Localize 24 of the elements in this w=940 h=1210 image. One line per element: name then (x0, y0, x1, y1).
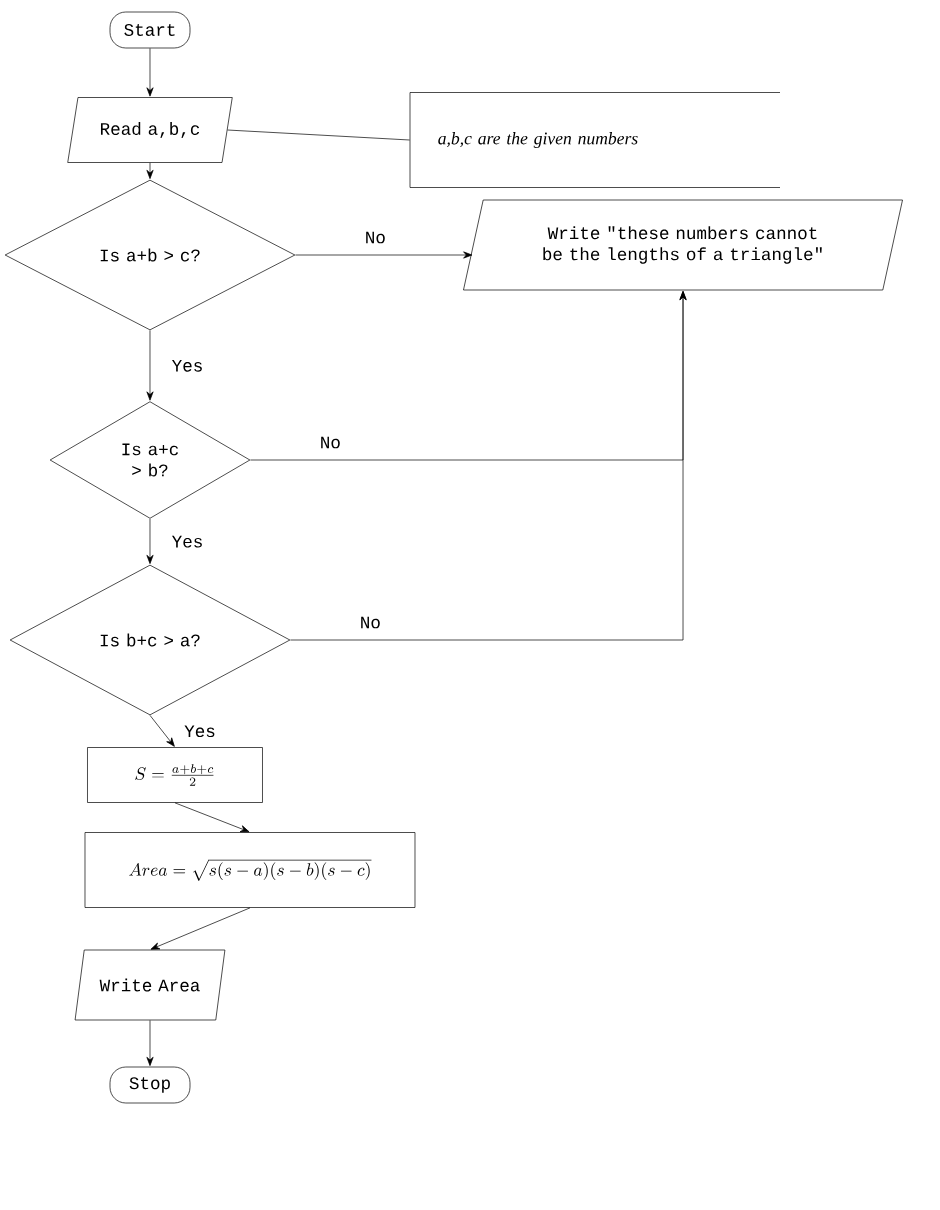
arrow (295, 251, 473, 259)
arrow (150, 907, 251, 950)
edge-label: Yes (169, 358, 206, 374)
arrow (146, 518, 154, 564)
edge-label: Yes (182, 723, 218, 739)
arrow (149, 715, 175, 747)
arrow (290, 291, 687, 641)
arrow (146, 162, 154, 179)
arrow (146, 48, 154, 97)
input-output-parallelogram: Write "these numbers cannot be the lengths of a triangle" (463, 199, 903, 291)
process-box: $Area = \sqrt{s(s-a)(s-b)(s-c)}$ (84, 832, 416, 908)
terminal-box: Start (109, 11, 191, 49)
edge-label: No (358, 614, 383, 631)
edge-label: No (363, 229, 388, 246)
terminal-box: Stop (109, 1066, 191, 1104)
comment-box: a,b,c are the given numbers (409, 92, 781, 188)
arrow (146, 330, 154, 401)
process-box: $S = \frac{a+b+c}{2}$ (87, 747, 263, 803)
edge-label: No (318, 434, 343, 451)
input-output-parallelogram: Read a,b,c (67, 97, 233, 163)
input-output-parallelogram: Write Area (74, 949, 226, 1021)
arrow (146, 1020, 154, 1066)
edge-label: Yes (169, 534, 206, 550)
arrow (174, 802, 250, 833)
